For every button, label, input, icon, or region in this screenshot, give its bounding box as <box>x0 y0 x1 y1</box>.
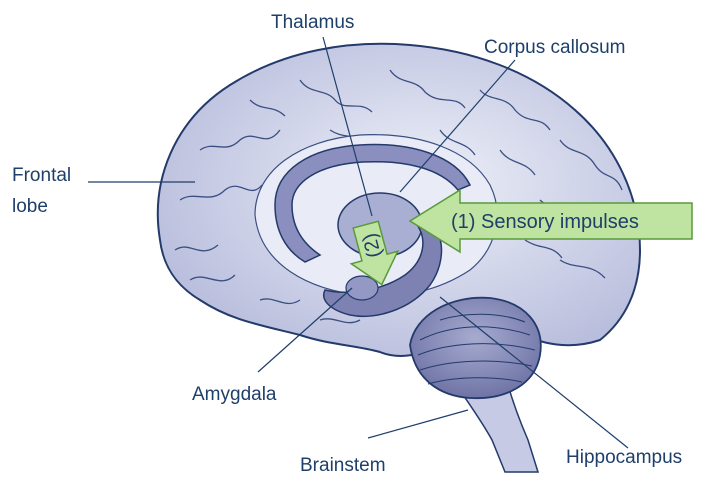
amygdala-label: Amygdala <box>192 384 277 406</box>
sensory-impulses-label: (1) Sensory impulses <box>451 211 639 233</box>
brainstem-label: Brainstem <box>300 455 386 477</box>
brainstem-leader <box>368 410 468 438</box>
thalamus-label: Thalamus <box>271 12 354 34</box>
frontal-lobe-label-line2: lobe <box>12 196 48 218</box>
corpus-callosum-label: Corpus callosum <box>484 37 626 59</box>
hippocampus-label: Hippocampus <box>566 447 682 469</box>
frontal-lobe-label-line1: Frontal <box>12 165 71 187</box>
